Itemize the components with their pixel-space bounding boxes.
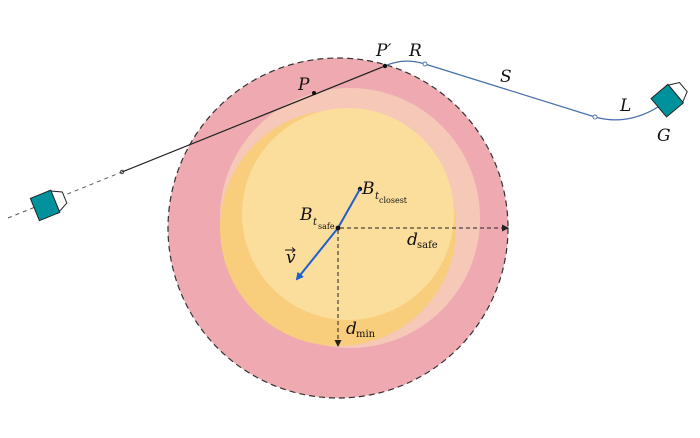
path-solid-segment — [121, 65, 386, 173]
drone-icon — [650, 81, 688, 118]
svg-text:d: d — [407, 230, 418, 250]
label-d-safe: d safe — [407, 230, 438, 251]
path-dashed-segment — [7, 171, 123, 219]
svg-text:closest: closest — [379, 196, 408, 205]
path-waypoint — [119, 169, 125, 175]
point-b-safe — [335, 225, 341, 231]
label-p: P — [297, 75, 310, 95]
svg-text:safe: safe — [417, 240, 438, 251]
label-velocity: v — [285, 247, 296, 268]
waypoint-l — [592, 114, 598, 120]
label-b-closest: B t closest — [361, 179, 408, 205]
svg-text:safe: safe — [318, 222, 335, 231]
label-b-safe: B t safe — [299, 205, 335, 231]
svg-text:v: v — [286, 248, 296, 268]
svg-text:t: t — [375, 191, 380, 202]
svg-text:B: B — [361, 179, 375, 199]
label-s: S — [500, 67, 512, 87]
velocity-line-upper — [337, 188, 361, 229]
drone-icon — [29, 189, 68, 222]
svg-text:t: t — [313, 217, 318, 228]
svg-text:B: B — [299, 205, 313, 225]
point-p-prime — [382, 63, 388, 69]
svg-text:d: d — [346, 319, 357, 339]
label-r: R — [408, 41, 422, 61]
yellow-zone — [242, 108, 454, 320]
label-d-min: d min — [346, 319, 376, 340]
svg-text:min: min — [356, 329, 376, 340]
label-l: L — [619, 96, 631, 116]
velocity-arrow — [295, 227, 339, 281]
label-p-prime: P′ — [375, 41, 391, 61]
waypoint-r — [422, 61, 428, 67]
point-p — [312, 91, 316, 95]
label-g: G — [657, 126, 671, 146]
